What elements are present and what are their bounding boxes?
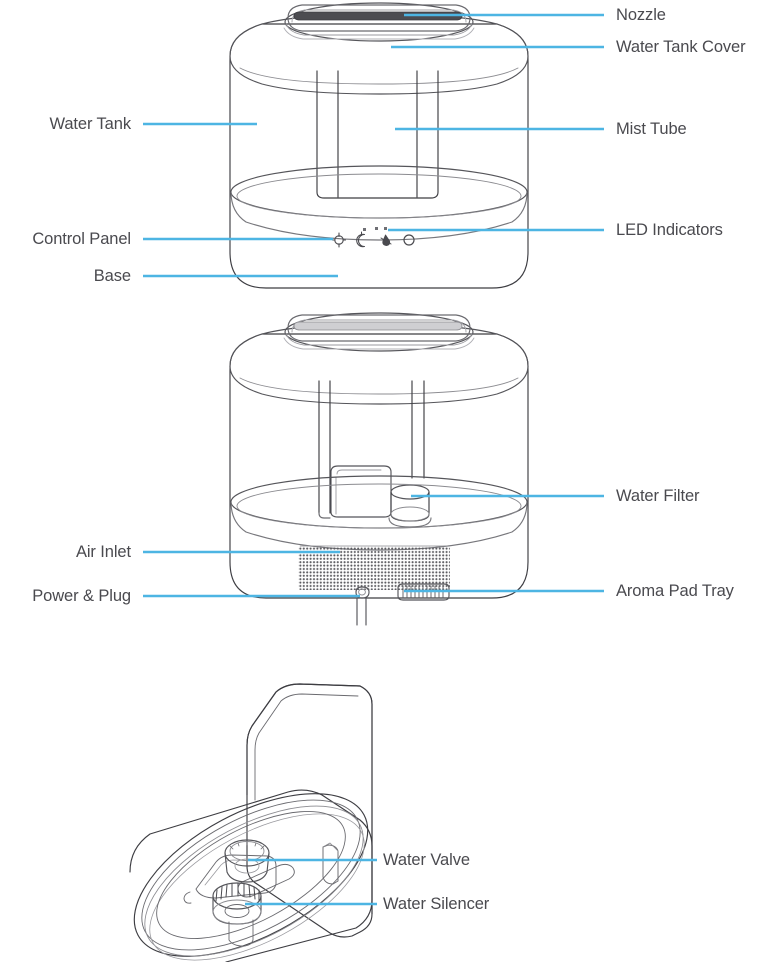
view2-base-rim [230, 475, 528, 551]
label-air-inlet: Air Inlet [75, 542, 131, 561]
view1-led-dots [363, 227, 387, 231]
view2-tubes [318, 380, 425, 519]
view1-base-rim [230, 165, 528, 241]
view3-water-valve-part [224, 839, 270, 883]
view2-air-inlet [298, 545, 450, 590]
view2-water-filter [388, 484, 432, 528]
label-led-indicators: LED Indicators [616, 220, 723, 239]
view1-body [229, 2, 529, 289]
label-water-filter: Water Filter [616, 486, 700, 505]
label-nozzle: Nozzle [616, 5, 666, 24]
leader-lines [143, 13, 604, 906]
label-aroma-pad-tray: Aroma Pad Tray [616, 581, 734, 600]
label-mist-tube: Mist Tube [616, 119, 687, 138]
view2-nebulizer [330, 465, 392, 518]
label-base: Base [93, 266, 131, 285]
label-power-plug: Power & Plug [32, 586, 131, 605]
view1-mist-tubes [316, 70, 439, 199]
label-water-tank: Water Tank [49, 114, 131, 133]
label-water-tank-cover: Water Tank Cover [616, 37, 746, 56]
view3-body [129, 683, 373, 962]
view2-power-plug [355, 586, 370, 626]
view2-body [229, 312, 529, 599]
label-water-silencer: Water Silencer [383, 894, 490, 913]
label-water-valve: Water Valve [383, 850, 470, 869]
view1-control-icons [331, 231, 415, 248]
view3-water-silencer-part [212, 882, 262, 947]
label-control-panel: Control Panel [32, 229, 131, 248]
